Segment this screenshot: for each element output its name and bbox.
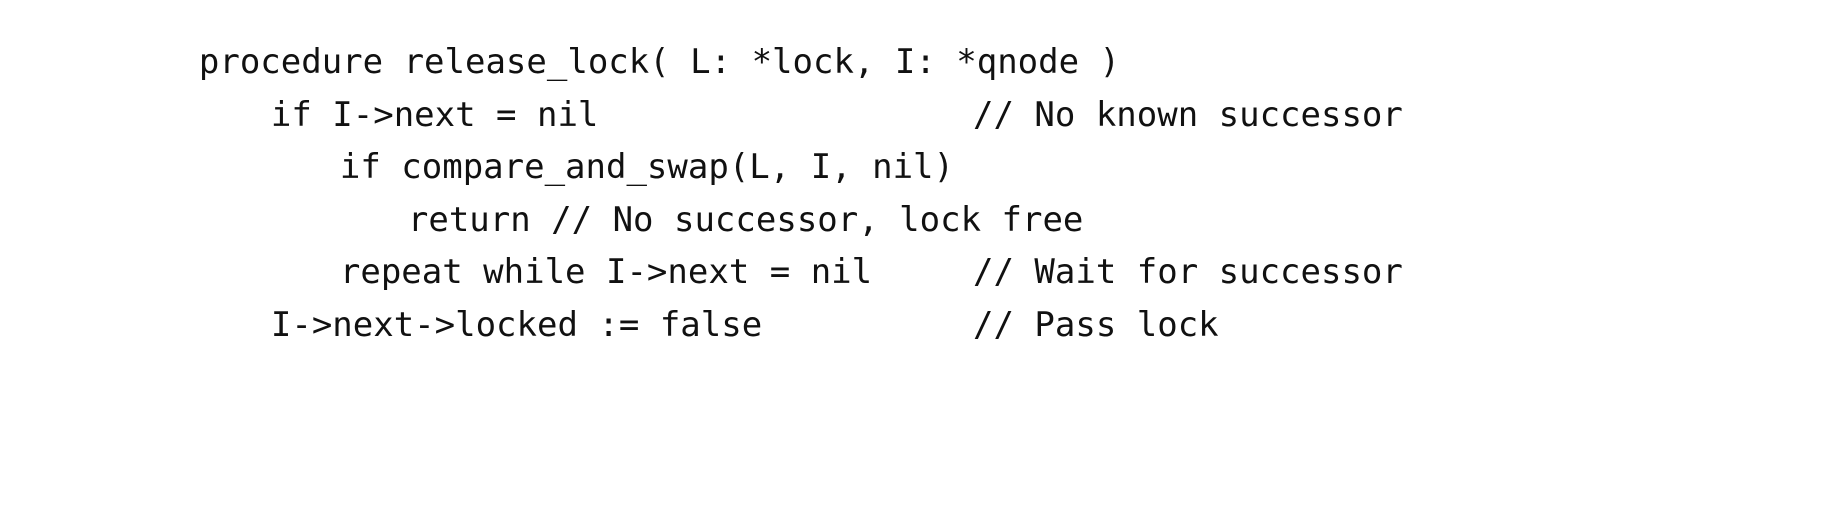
code-comment: // No known successor [973,95,1403,135]
code-line-return: return // No successor, lock free [326,194,1084,246]
code-line-pass-lock: I->next->locked := false // Pass lock [189,299,1219,351]
pseudocode-listing: procedure release_lock( L: *lock, I: *qn… [117,36,1403,351]
code-comment: // Pass lock [973,305,1219,345]
code-line-procedure-header: procedure release_lock( L: *lock, I: *qn… [117,36,1120,88]
code-line-if-next-nil: if I->next = nil // No known successor [189,89,1403,141]
code-line-repeat-while: repeat while I->next = nil // Wait for s… [258,246,1403,298]
code-text: return // No successor, lock free [407,200,1084,240]
code-text: if compare_and_swap(L, I, nil) [339,147,954,187]
code-text: procedure release_lock( L: *lock, I: *qn… [198,42,1121,82]
code-text: I->next->locked := false [270,305,763,345]
code-text: if I->next = nil [270,95,599,135]
code-line-compare-and-swap: if compare_and_swap(L, I, nil) [258,141,954,193]
code-comment: // Wait for successor [973,252,1403,292]
code-text: repeat while I->next = nil [339,252,873,292]
